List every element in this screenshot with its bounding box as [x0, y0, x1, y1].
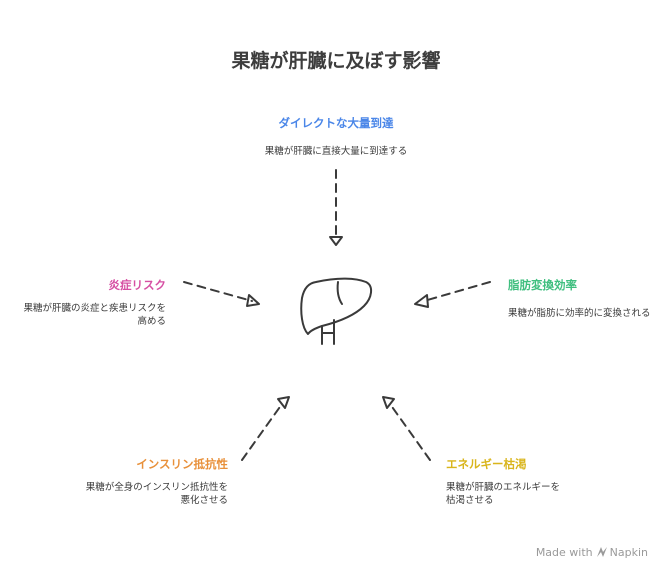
arrow-bottom-right: [382, 396, 431, 461]
liver-icon: [300, 277, 372, 345]
node-bottom-left-desc: 果糖が全身のインスリン抵抗性を 悪化させる: [85, 482, 228, 506]
napkin-watermark[interactable]: Made with Napkin: [536, 546, 648, 559]
arrow-top: [329, 169, 343, 246]
footer-brand: Napkin: [609, 546, 648, 559]
node-left-title: 炎症リスク: [108, 278, 167, 292]
node-top-title: ダイレクトな大量到達: [278, 116, 394, 130]
napkin-logo-icon: [596, 547, 607, 557]
arrow-right: [414, 281, 491, 308]
node-top-desc: 果糖が肝臓に直接大量に到達する: [264, 146, 408, 157]
footer-prefix: Made with: [535, 546, 593, 559]
node-left-desc: 果糖が肝臓の炎症と疾患リスクを 高める: [23, 303, 166, 327]
node-right-title: 脂肪変換効率: [508, 278, 577, 292]
arrow-bottom-left: [241, 396, 290, 461]
node-bottom-left-title: インスリン抵抗性: [136, 457, 228, 471]
node-bottom-right-desc: 果糖が肝臓のエネルギーを 枯渇させる: [446, 482, 561, 506]
diagram-title: 果糖が肝臓に及ぼす影響: [231, 50, 441, 72]
node-right-desc: 果糖が脂肪に効率的に変換される: [508, 308, 651, 319]
node-bottom-right-title: エネルギー枯渇: [446, 457, 527, 471]
arrow-left: [183, 281, 260, 307]
